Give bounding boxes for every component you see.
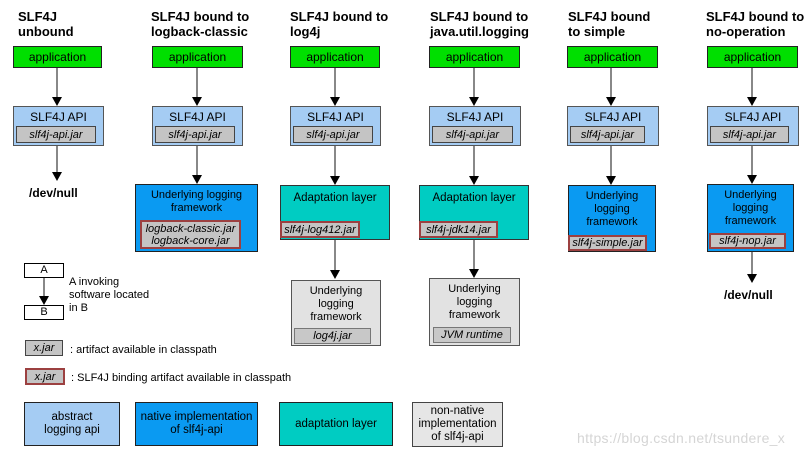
column-title: SLF4J bound to no-operation [706,9,805,39]
column-title: SLF4J bound to simple [568,9,651,39]
underlying-framework-box: Underlying logging framework logback-cla… [135,184,258,252]
slf4j-api-label: SLF4J API [584,110,642,124]
underlying-framework-box: Underlying logging framework slf4j-simpl… [568,185,656,252]
column-title: SLF4J bound to logback-classic [151,9,250,39]
jvm-runtime-jar: JVM runtime [433,327,511,343]
arrow-down-icon [469,146,479,185]
slf4j-api-box: SLF4J API slf4j-api.jar [290,106,381,146]
slf4j-api-box: SLF4J API slf4j-api.jar [13,106,104,146]
arrow-down-icon [606,68,616,106]
dev-null-label: /dev/null [29,186,78,200]
log4j-jar: log4j.jar [294,328,371,344]
framework-label: Underlying logging framework [309,285,363,323]
application-box: application [290,46,380,68]
underlying-framework-box: Underlying logging framework log4j.jar [291,280,381,346]
arrow-down-icon [747,146,757,184]
arrow-down-icon [330,68,340,106]
artifact-jar-caption: : artifact available in classpath [70,344,217,356]
arrow-down-icon [52,146,62,181]
watermark: https://blog.csdn.net/tsundere_x [577,430,786,446]
column-title: SLF4J bound to log4j [290,9,389,39]
framework-label: Underlying logging framework [585,190,639,228]
slf4j-api-jar: slf4j-api.jar [293,126,373,143]
arrow-down-icon [747,68,757,106]
slf4j-api-label: SLF4J API [446,110,504,124]
slf4j-api-label: SLF4J API [169,110,226,124]
slf4j-jdk14-jar: slf4j-jdk14.jar [419,221,498,238]
slf4j-api-box: SLF4J API slf4j-api.jar [567,106,659,146]
underlying-framework-box: Underlying logging framework slf4j-nop.j… [707,184,794,252]
adaptation-label: Adaptation layer [432,192,516,204]
framework-label: Underlying logging framework [724,189,777,227]
slf4j-api-jar: slf4j-api.jar [16,126,96,143]
adaptation-layer-box: Adaptation layer slf4j-log412.jar [280,185,390,240]
slf4j-api-label: SLF4J API [30,110,87,124]
arrow-down-icon [469,68,479,106]
arrow-down-icon [606,146,616,185]
column-title: SLF4J bound to java.util.logging [430,9,529,39]
dev-null-label: /dev/null [724,288,773,302]
slf4j-api-jar: slf4j-api.jar [710,126,789,143]
application-box: application [13,46,102,68]
column-title: SLF4J unbound [18,9,74,39]
logback-jars: logback-classic.jar logback-core.jar [140,220,241,249]
legend-node-a: A [24,263,64,278]
binding-jar-caption: : SLF4J binding artifact available in cl… [71,372,292,384]
slf4j-api-box: SLF4J API slf4j-api.jar [152,106,243,146]
slf4j-nop-jar: slf4j-nop.jar [709,233,786,249]
adaptation-layer-box: Adaptation layer slf4j-jdk14.jar [419,185,529,240]
slf4j-api-box: SLF4J API slf4j-api.jar [707,106,799,146]
color-legend-native-impl: native implementation of slf4j-api [135,402,258,446]
slf4j-api-jar: slf4j-api.jar [432,126,513,143]
arrow-down-icon [469,240,479,278]
underlying-framework-box: Underlying logging framework JVM runtime [429,278,520,346]
arrow-down-icon [192,68,202,106]
arrow-down-icon [192,146,202,184]
slf4j-api-jar: slf4j-api.jar [155,126,235,143]
arrow-down-icon [52,68,62,106]
binding-jar-sample: x.jar [25,368,65,385]
arrow-down-icon [747,252,757,283]
color-legend-abstract-api: abstract logging api [24,402,120,446]
application-box: application [429,46,520,68]
application-box: application [567,46,658,68]
adaptation-label: Adaptation layer [293,192,377,204]
legend-invocation-caption: A invoking software located in B [69,276,150,314]
framework-label: Underlying logging framework [448,283,501,321]
legend-node-b: B [24,305,64,320]
slf4j-api-label: SLF4J API [307,110,364,124]
slf4j-simple-jar: slf4j-simple.jar [568,235,647,251]
slf4j-api-box: SLF4J API slf4j-api.jar [429,106,521,146]
slf4j-log412-jar: slf4j-log412.jar [280,221,360,238]
artifact-jar-sample: x.jar [25,340,63,356]
application-box: application [707,46,798,68]
arrow-down-icon [330,146,340,185]
slf4j-api-jar: slf4j-api.jar [570,126,645,143]
application-box: application [152,46,243,68]
framework-label: Underlying logging framework [150,189,243,214]
arrow-down-icon [39,278,49,305]
color-legend-non-native: non-native implementation of slf4j-api [412,402,503,447]
color-legend-adaptation: adaptation layer [279,402,393,446]
slf4j-api-label: SLF4J API [724,110,782,124]
arrow-down-icon [330,240,340,279]
